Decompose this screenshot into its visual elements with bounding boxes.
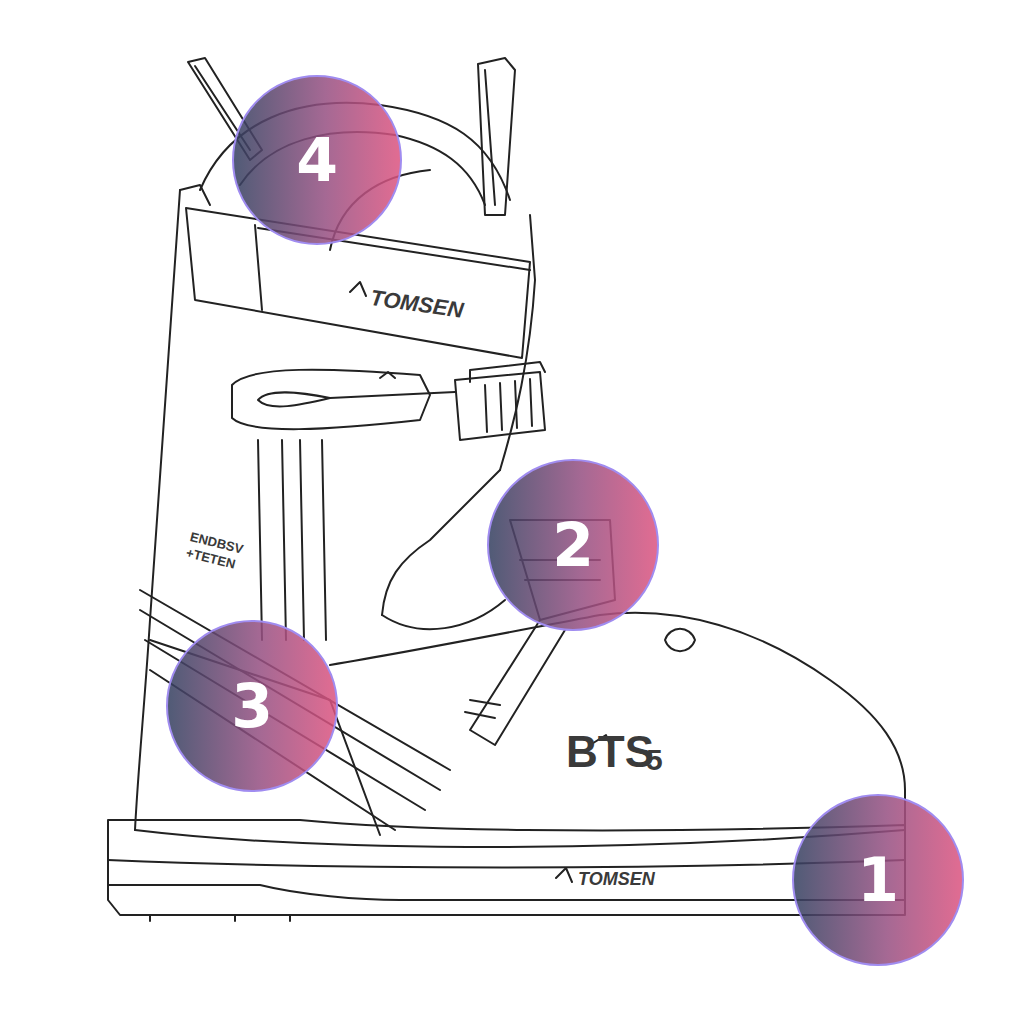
callout-circle: 4 [232,75,402,245]
boot-label: 5 [646,745,663,775]
boot-label: BTS [566,730,654,774]
callout-circle: 3 [166,620,338,792]
callout-number: 1 [857,850,899,910]
callout-number: 4 [296,130,338,190]
callout-number: 3 [231,676,273,736]
callout-circle: 2 [487,459,659,631]
callout-number: 2 [552,515,594,575]
boot-label: TOMSEN [369,287,465,322]
callout-circle: 1 [792,794,964,966]
boot-label: TOMSEN [578,870,655,888]
